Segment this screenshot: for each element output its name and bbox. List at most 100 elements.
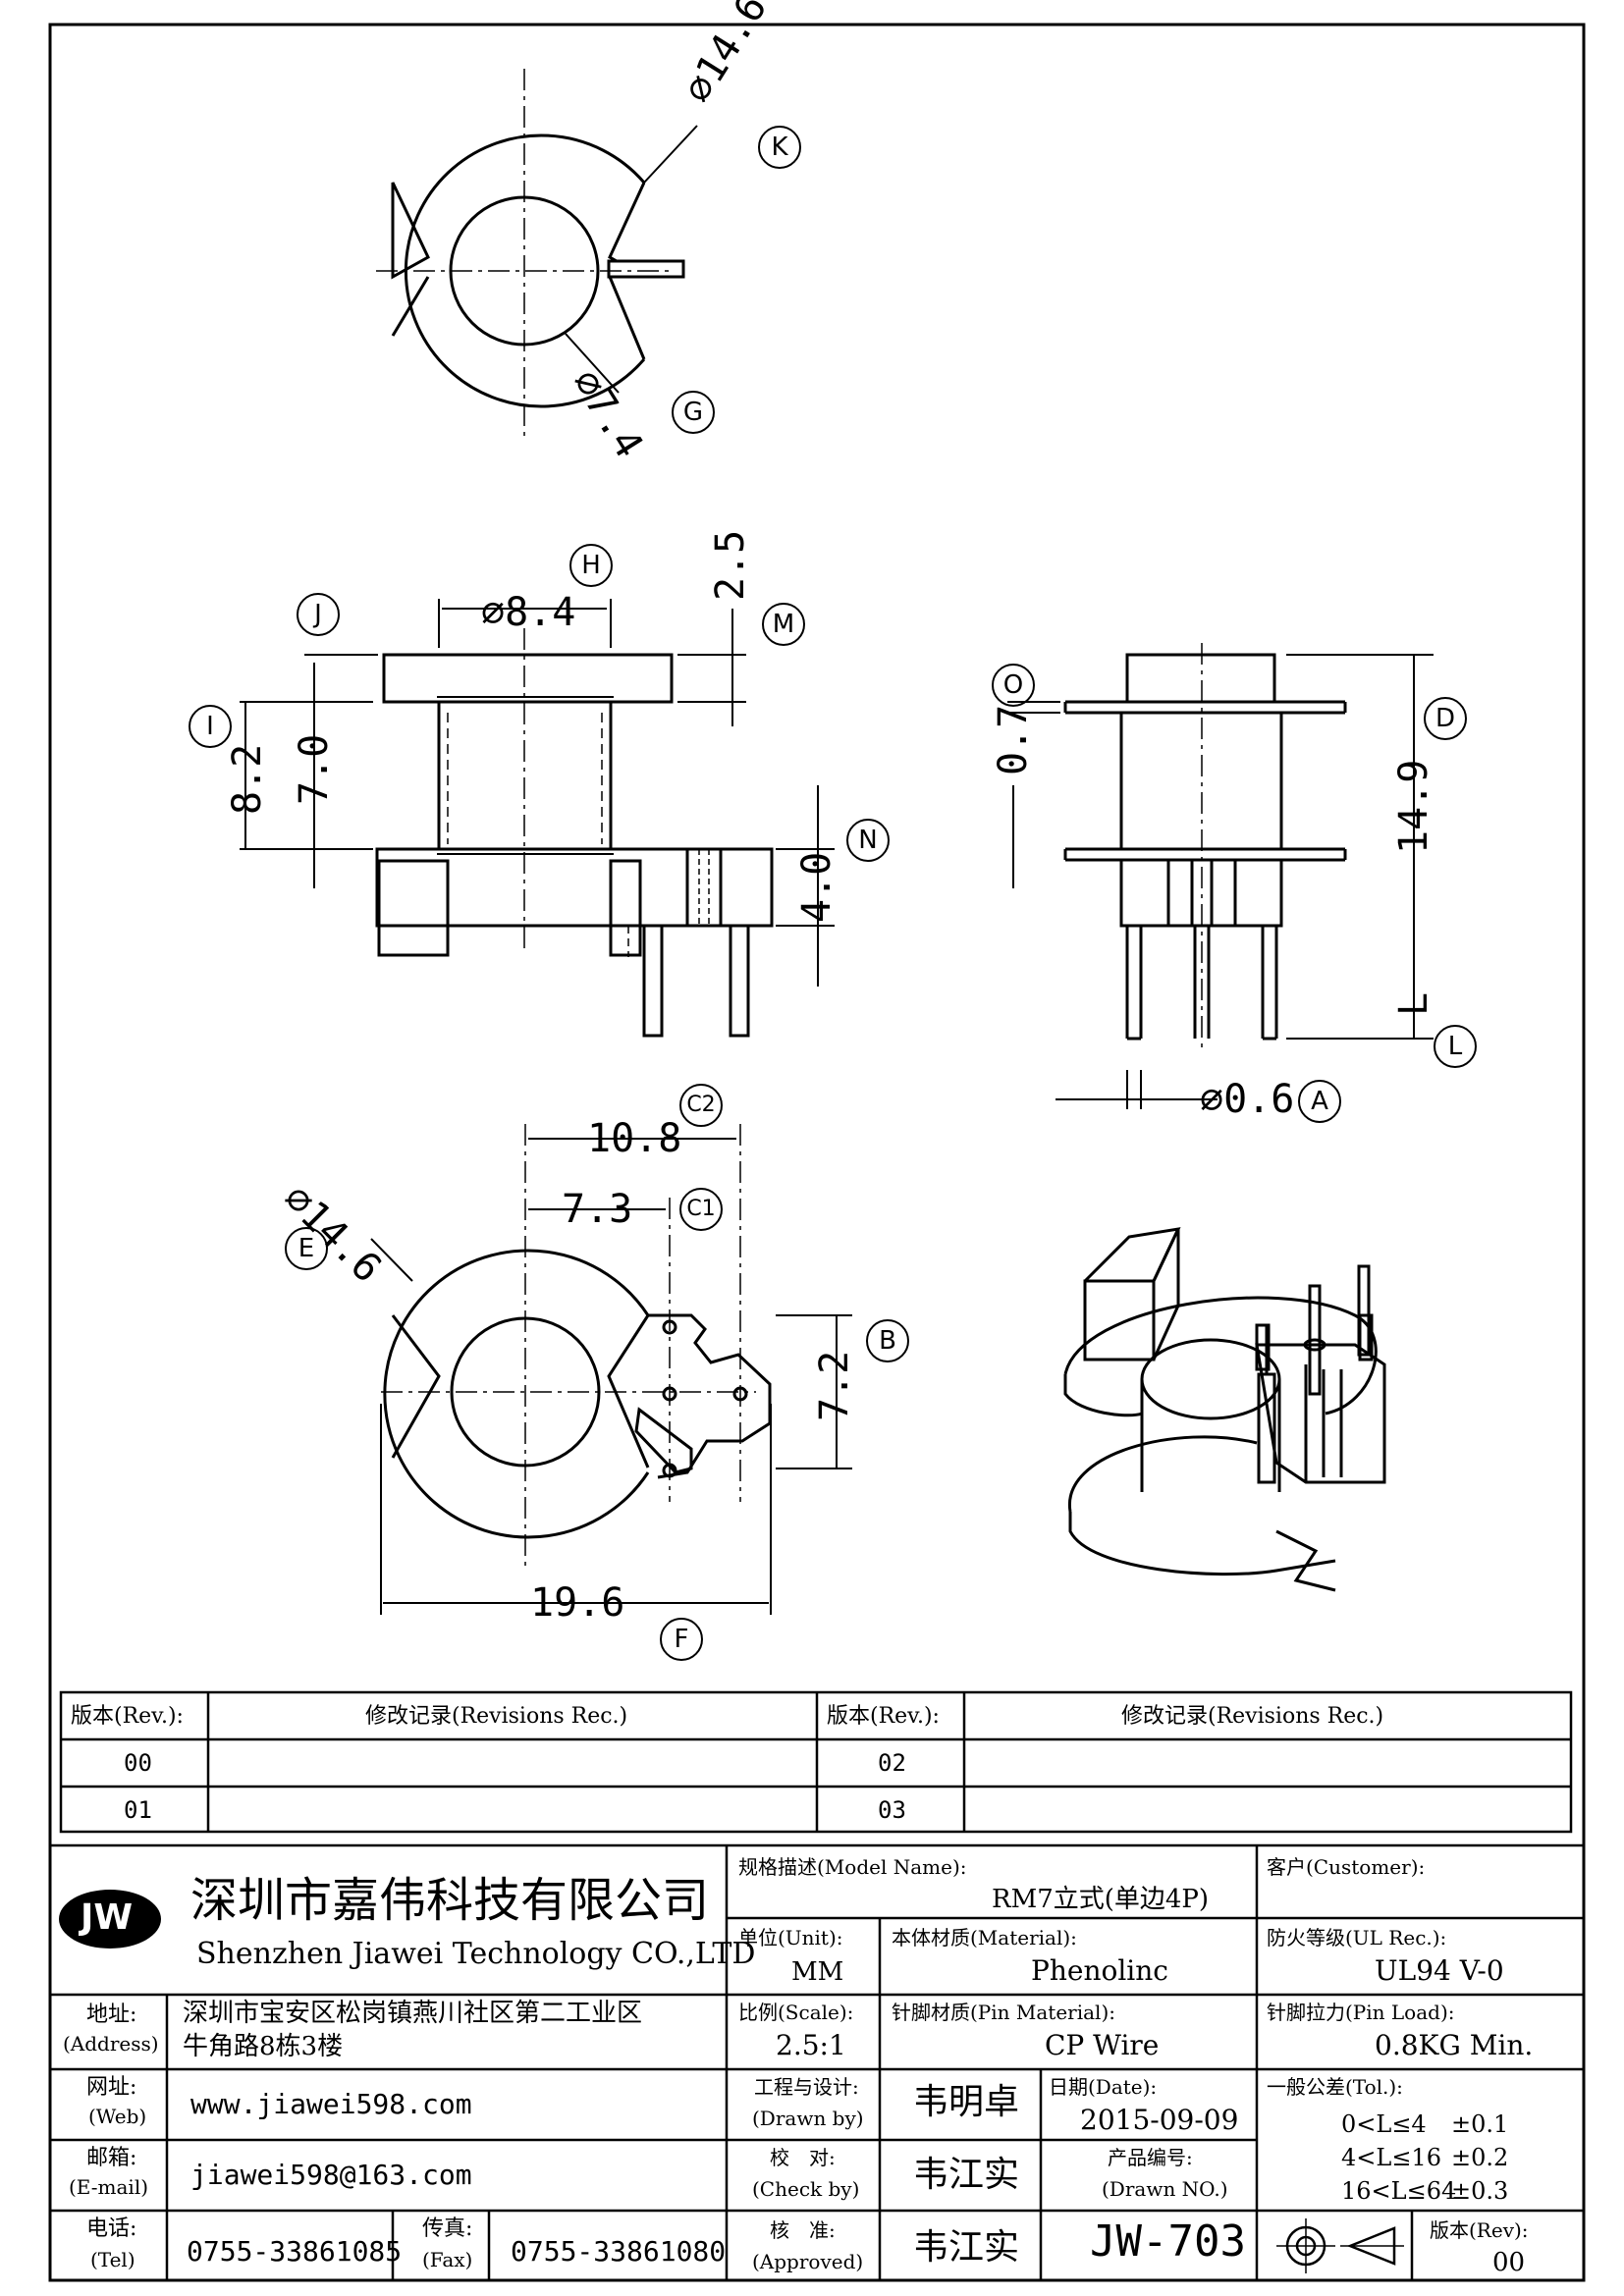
dim-bottom-72: 7.2 (812, 1350, 857, 1421)
rec-header-right: 修改记录(Revisions Rec.) (1121, 1704, 1384, 1729)
tol-range-2: 4<L≤16 (1341, 2144, 1441, 2171)
model-value: RM7立式(单边4P) (992, 1885, 1210, 1914)
tol-value-3: ±0.3 (1451, 2177, 1509, 2205)
date-value: 2015-09-09 (1080, 2104, 1239, 2136)
drawn-label: 工程与设计: (754, 2075, 859, 2099)
marker-l: L (1434, 1025, 1477, 1068)
rev-value: 00 (1492, 2248, 1526, 2277)
dim-base-height: 4.0 (794, 851, 839, 923)
tel-label: 电话: (86, 2216, 137, 2241)
dim-flange-thk: 2.5 (708, 529, 753, 601)
dim-pin-dia: ∅0.6 (1200, 1077, 1295, 1122)
title-block (48, 1843, 1586, 2282)
email-label: 邮箱: (86, 2146, 137, 2170)
drawing-no-value: JW-703 (1090, 2216, 1246, 2267)
marker-d: D (1424, 697, 1467, 740)
marker-c1: C1 (679, 1188, 723, 1231)
rev-header-right: 版本(Rev.): (827, 1704, 940, 1729)
rev-label: 版本(Rev): (1430, 2218, 1529, 2242)
marker-e: E (285, 1227, 328, 1270)
drawing-no-label-en: (Drawn NO.) (1102, 2177, 1228, 2201)
revision-table (59, 1690, 1573, 1834)
dim-height-70: 7.0 (292, 733, 337, 805)
address-label-en: (Address) (63, 2032, 159, 2056)
marker-a: A (1298, 1080, 1341, 1123)
tel-label-en: (Tel) (90, 2248, 135, 2271)
tol-value-2: ±0.2 (1451, 2144, 1509, 2171)
date-label: 日期(Date): (1049, 2075, 1158, 2099)
rev-02: 02 (878, 1749, 906, 1777)
email-label-en: (E-mail) (69, 2175, 149, 2199)
approved-by: 韦江实 (913, 2227, 1020, 2268)
front-view (240, 599, 835, 1038)
tel-value: 0755-33861085 (187, 2235, 403, 2268)
scale-value: 2.5:1 (776, 2029, 846, 2061)
marker-g: G (672, 391, 715, 434)
approve-label-en: (Approved) (752, 2250, 864, 2273)
ul-value: UL94 V-0 (1375, 1954, 1504, 1987)
marker-m: M (762, 603, 805, 646)
check-label-en: (Check by) (752, 2177, 860, 2201)
check-by: 韦江实 (913, 2155, 1020, 2195)
logo-oval (59, 1890, 161, 1949)
web-label-en: (Web) (88, 2105, 147, 2128)
dim-bottom-73: 7.3 (562, 1187, 633, 1232)
marker-h: H (569, 544, 613, 587)
top-view (376, 69, 698, 437)
unit-label: 单位(Unit): (738, 1926, 843, 1949)
rev-03: 03 (878, 1796, 906, 1824)
dim-height-82: 8.2 (225, 743, 270, 815)
pin-material-label: 针脚材质(Pin Material): (892, 2001, 1115, 2024)
tol-range-1: 0<L≤4 (1341, 2110, 1427, 2138)
company-name-cn: 深圳市嘉伟科技有限公司 (190, 1873, 710, 1928)
fax-label-en: (Fax) (422, 2248, 473, 2271)
dim-bottom-196: 19.6 (530, 1580, 625, 1626)
drawing-no-label: 产品编号: (1108, 2146, 1193, 2169)
marker-n: N (846, 819, 890, 862)
isometric-view (1063, 1227, 1386, 1592)
dim-bottom-108: 10.8 (587, 1116, 682, 1161)
drawn-by: 韦明卓 (913, 2082, 1020, 2122)
pin-load-value: 0.8KG Min. (1375, 2029, 1534, 2061)
side-view (1007, 643, 1434, 1109)
rev-01: 01 (124, 1796, 152, 1824)
marker-f: F (660, 1618, 703, 1661)
marker-i: I (189, 705, 232, 748)
scale-label: 比例(Scale): (738, 2001, 854, 2024)
dim-side-07: 0.7 (991, 704, 1036, 775)
rev-00: 00 (124, 1749, 152, 1777)
dim-side-149: 14.9 (1391, 759, 1436, 854)
address-line2: 牛角路8栋3楼 (183, 2032, 344, 2061)
marker-b: B (866, 1319, 909, 1362)
material-label: 本体材质(Material): (892, 1926, 1077, 1949)
approve-label: 核 准: (770, 2218, 836, 2242)
web-link[interactable]: www.jiawei598.com (190, 2088, 472, 2120)
material-value: Phenolinc (1031, 1954, 1168, 1987)
marker-o: O (992, 664, 1035, 707)
unit-value: MM (791, 1957, 844, 1987)
company-logo: JW (81, 1897, 134, 1938)
marker-k: K (758, 126, 801, 169)
drawn-label-en: (Drawn by) (752, 2107, 864, 2130)
web-label: 网址: (86, 2075, 137, 2100)
tol-range-3: 16<L≤64 (1341, 2177, 1457, 2205)
address-label: 地址: (86, 2002, 137, 2027)
rec-header-left: 修改记录(Revisions Rec.) (365, 1704, 628, 1729)
bottom-view (370, 1124, 852, 1615)
model-label: 规格描述(Model Name): (738, 1855, 967, 1879)
marker-j: J (297, 593, 340, 636)
pin-load-label: 针脚拉力(Pin Load): (1267, 2001, 1455, 2024)
pin-material-value: CP Wire (1045, 2029, 1160, 2061)
fax-value: 0755-33861080 (511, 2235, 727, 2268)
fax-label: 传真: (422, 2216, 473, 2241)
rev-header-left: 版本(Rev.): (71, 1704, 184, 1729)
check-label: 校 对: (770, 2146, 836, 2169)
company-name-en: Shenzhen Jiawei Technology CO.,LTD (196, 1937, 756, 1971)
email-link[interactable]: jiawei598@163.com (190, 2159, 472, 2191)
ul-label: 防火等级(UL Rec.): (1267, 1926, 1447, 1949)
tol-value-1: ±0.1 (1451, 2110, 1509, 2138)
marker-c2: C2 (679, 1084, 723, 1127)
dim-pin-l: L (1391, 991, 1436, 1016)
